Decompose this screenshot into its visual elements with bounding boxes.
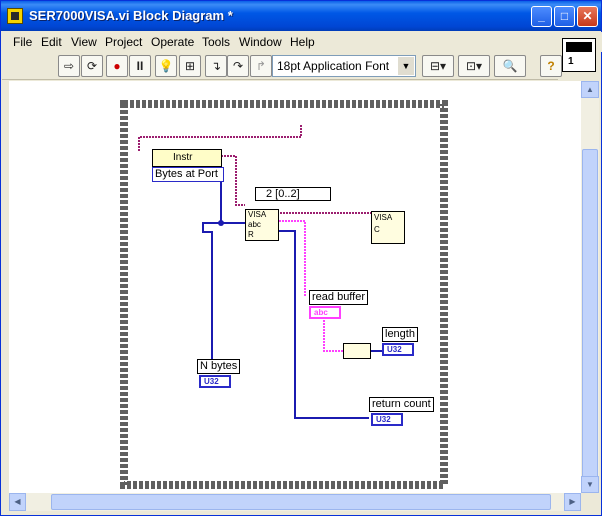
- case-selector-value: 2 [0..2]: [266, 188, 300, 200]
- visa-close-node[interactable]: VISA C: [371, 211, 405, 244]
- case-structure-frame[interactable]: [120, 100, 448, 489]
- highlight-execution-icon[interactable]: 💡: [155, 55, 177, 77]
- close-button[interactable]: ✕: [577, 6, 598, 27]
- pause-icon[interactable]: II: [129, 55, 151, 77]
- visa-read-r: R: [248, 230, 254, 239]
- block-diagram-canvas[interactable]: 2 [0..2] Instr Bytes at Port VISA abc R …: [9, 81, 581, 493]
- window-title: SER7000VISA.vi Block Diagram *: [29, 8, 233, 23]
- minimize-button[interactable]: _: [531, 6, 552, 27]
- maximize-button[interactable]: □: [554, 6, 575, 27]
- read-buffer-indicator[interactable]: abc: [309, 306, 341, 319]
- abort-icon[interactable]: ●: [106, 55, 128, 77]
- font-select[interactable]: 18pt Application Font ▼: [272, 55, 416, 77]
- menu-file[interactable]: File: [13, 35, 33, 49]
- scroll-right-arrow-icon[interactable]: ▶: [564, 493, 581, 511]
- menu-window[interactable]: Window: [239, 35, 282, 49]
- step-over-icon[interactable]: ↷: [227, 55, 249, 77]
- menu-edit[interactable]: Edit: [41, 35, 62, 49]
- length-indicator[interactable]: U32: [382, 343, 414, 356]
- menu-view[interactable]: View: [71, 35, 97, 49]
- retain-wire-values-icon[interactable]: ⊞: [179, 55, 201, 77]
- connector-pane-icon: [566, 42, 592, 52]
- horizontal-scroll-thumb[interactable]: [51, 494, 551, 510]
- visa-read-sub: abc: [248, 220, 261, 229]
- scroll-left-arrow-icon[interactable]: ◀: [9, 493, 26, 511]
- labview-vi-icon: [7, 8, 23, 24]
- resize-grip-icon[interactable]: [581, 493, 599, 511]
- distribute-icon[interactable]: ⊡▾: [458, 55, 490, 77]
- menu-tools[interactable]: Tools: [202, 35, 231, 49]
- step-out-icon[interactable]: ↱: [250, 55, 272, 77]
- read-buffer-label: read buffer: [309, 290, 369, 305]
- diagram-wires: [120, 100, 448, 489]
- step-into-icon[interactable]: ↴: [205, 55, 227, 77]
- visa-read-node[interactable]: VISA abc R: [245, 209, 279, 241]
- return-count-label: return count: [369, 397, 434, 412]
- visa-node-label: Instr: [173, 152, 193, 163]
- bytes-at-port-label: Bytes at Port: [155, 168, 218, 180]
- menu-project[interactable]: Project: [105, 35, 143, 49]
- font-select-value: 18pt Application Font: [277, 59, 390, 73]
- visa-property-node[interactable]: Instr: [152, 149, 222, 167]
- visa-read-text: VISA: [248, 210, 267, 219]
- toolbar: ⇨ ⟳ ● II 💡 ⊞ ↴ ↷ ↱ 18pt Application Font…: [2, 52, 562, 80]
- visa-close-text: VISA: [374, 213, 393, 222]
- n-bytes-indicator[interactable]: U32: [199, 375, 231, 388]
- vi-connector-icon[interactable]: 1: [562, 38, 596, 72]
- bytes-at-port-property[interactable]: Bytes at Port: [152, 167, 224, 182]
- vertical-scroll-thumb[interactable]: [582, 149, 598, 479]
- align-icon[interactable]: ⊟▾: [422, 55, 454, 77]
- run-continuous-icon[interactable]: ⟳: [81, 55, 103, 77]
- vi-icon-number: 1: [568, 56, 574, 67]
- help-icon[interactable]: ?: [540, 55, 562, 77]
- visa-close-c: C: [374, 225, 380, 234]
- case-selector[interactable]: 2 [0..2]: [255, 187, 331, 201]
- n-bytes-label: N bytes: [197, 359, 241, 374]
- return-count-indicator[interactable]: U32: [371, 413, 403, 426]
- horizontal-scrollbar[interactable]: ◀ ▶: [9, 493, 581, 511]
- search-icon[interactable]: 🔍: [494, 55, 526, 77]
- chevron-down-icon: ▼: [398, 57, 414, 75]
- menu-operate[interactable]: Operate: [151, 35, 195, 49]
- menu-help[interactable]: Help: [290, 35, 315, 49]
- run-arrow-icon[interactable]: ⇨: [58, 55, 80, 77]
- title-bar[interactable]: SER7000VISA.vi Block Diagram * _ □ ✕: [1, 1, 601, 31]
- menu-bar: File Edit View Project Operate Tools Win…: [2, 32, 602, 52]
- length-label: length: [382, 327, 418, 342]
- vertical-scrollbar[interactable]: ▲ ▼: [581, 81, 599, 493]
- scroll-up-arrow-icon[interactable]: ▲: [581, 81, 599, 98]
- scroll-down-arrow-icon[interactable]: ▼: [581, 476, 599, 493]
- string-length-node[interactable]: [343, 343, 371, 359]
